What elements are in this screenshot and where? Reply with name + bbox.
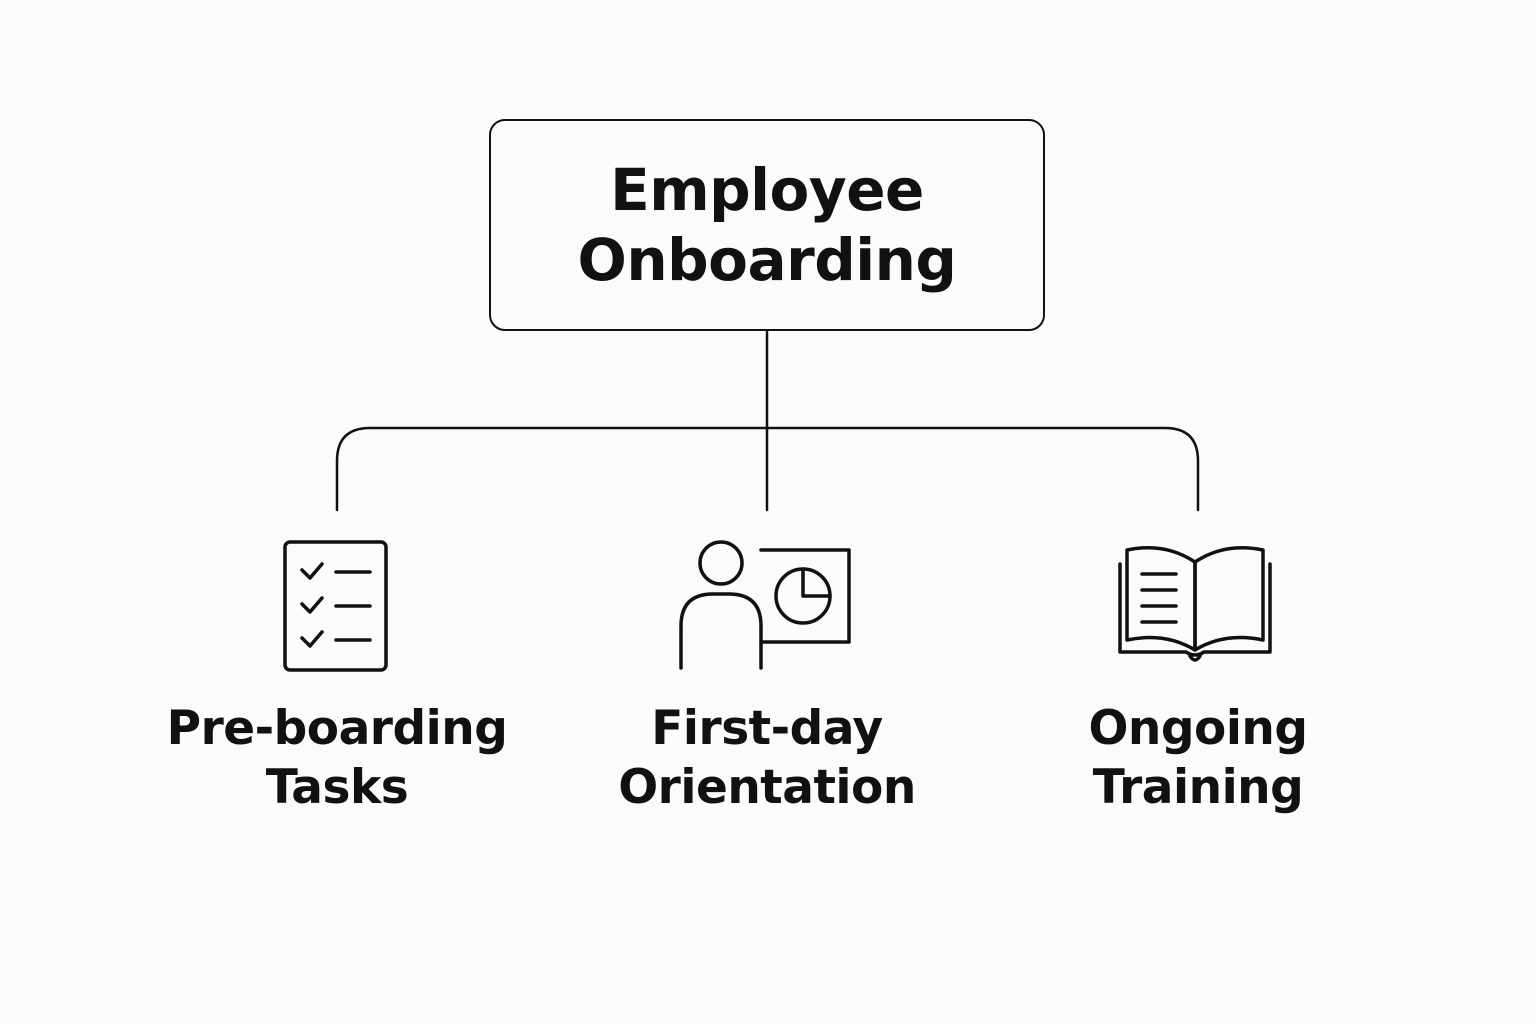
- connector-left-branch: [335, 426, 769, 512]
- open-book-icon: [1118, 546, 1272, 662]
- child-label-line2: Orientation: [618, 760, 916, 815]
- child-label-first-day: First-day Orientation: [587, 699, 947, 817]
- connector-right-branch: [765, 426, 1200, 512]
- root-node-employee-onboarding: Employee Onboarding: [489, 119, 1045, 331]
- child-label-line2: Tasks: [265, 760, 409, 815]
- presenter-icon: [679, 540, 851, 670]
- checklist-icon: [283, 540, 388, 672]
- child-label-ongoing: Ongoing Training: [1018, 699, 1378, 817]
- child-label-line2: Training: [1092, 760, 1304, 815]
- child-label-line1: First-day: [651, 701, 883, 756]
- child-label-pre-boarding: Pre-boarding Tasks: [157, 699, 517, 817]
- child-label-line1: Ongoing: [1088, 701, 1308, 756]
- root-node-title: Employee Onboarding: [577, 156, 957, 294]
- child-label-line1: Pre-boarding: [166, 701, 508, 756]
